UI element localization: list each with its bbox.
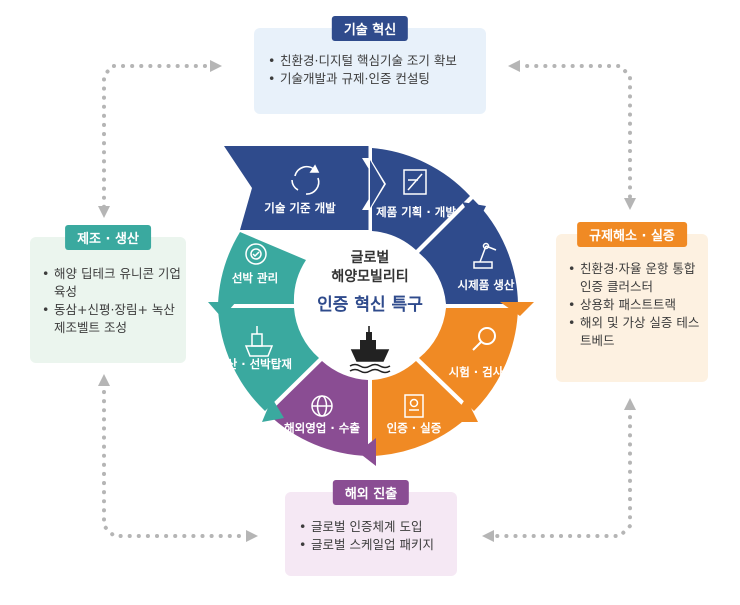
- list-item: 글로벌 스케일업 패키지: [299, 536, 434, 554]
- center-line3: 인증 혁신 특구: [317, 294, 423, 315]
- arrowhead-reg-bottom: [624, 398, 636, 410]
- arrowhead-tech-right: [508, 60, 520, 72]
- arrowhead-ovs-right: [482, 530, 494, 542]
- manufacturing-box: 제조 · 생산 해양 딥테크 유니콘 기업 육성 동삼+신평·장림+ 녹산 제조…: [30, 225, 186, 363]
- segment-testing[interactable]: [419, 308, 518, 411]
- magnifier-icon: [472, 327, 496, 351]
- gear-check-icon: [245, 243, 267, 265]
- list-item: 친환경·자율 운항 통합인증 클러스터: [568, 260, 704, 296]
- segment-prototype[interactable]: [419, 199, 518, 304]
- overseas-title: 해외 진출: [332, 480, 410, 505]
- ship-icon: [244, 326, 274, 357]
- segment-label-certification: 인증 · 실증: [387, 421, 442, 435]
- recycle-icon: [291, 164, 320, 195]
- certificate-icon: [404, 394, 424, 418]
- segment-label-tech-standard: 기술 기준 개발: [264, 201, 336, 215]
- tech-innovation-title: 기술 혁신: [331, 16, 409, 41]
- list-item: 해양 딥테크 유니콘 기업 육성: [42, 265, 182, 301]
- list-item: 기술개발과 규제·인증 컨설팅: [268, 70, 457, 88]
- center-line1: 글로벌: [351, 249, 390, 266]
- segment-certification[interactable]: [372, 361, 471, 456]
- list-item: 글로벌 인증체계 도입: [299, 518, 434, 536]
- center-line2: 해양모빌리티: [331, 269, 408, 285]
- segment-production[interactable]: [218, 308, 319, 411]
- arrowhead-tech-left: [210, 60, 222, 72]
- ship-center-icon: [349, 326, 391, 374]
- list-item: 상용화 패스트트랙: [568, 296, 704, 314]
- overseas-box: 해외 진출 글로벌 인증체계 도입 글로벌 스케일업 패키지: [285, 480, 457, 576]
- tech-innovation-list: 친환경·디지털 핵심기술 조기 확보 기술개발과 규제·인증 컨설팅: [268, 52, 457, 88]
- blueprint-icon: [403, 169, 427, 195]
- robot-arm-icon: [473, 242, 497, 269]
- arrow-tech-to-reg: [516, 64, 632, 202]
- segment-label-testing: 시험 · 검사: [449, 365, 504, 379]
- list-item: 친환경·디지털 핵심기술 조기 확보: [268, 52, 457, 70]
- regulation-list: 친환경·자율 운항 통합인증 클러스터 상용화 패스트트랙 해외 및 가상 실증…: [568, 260, 704, 350]
- list-item: 해외 및 가상 실증 테스트베드: [568, 314, 704, 350]
- regulation-title: 규제해소 · 실증: [577, 222, 687, 247]
- arrowhead-mfg-bottom: [98, 374, 110, 386]
- overseas-list: 글로벌 인증체계 도입 글로벌 스케일업 패키지: [299, 518, 434, 554]
- segment-ship-management[interactable]: [218, 232, 306, 304]
- segment-label-production: 생산 · 선박탑재: [216, 357, 292, 371]
- center-circle: [300, 236, 440, 376]
- arrowhead-mfg-top: [98, 206, 110, 218]
- globe-icon: [311, 395, 333, 417]
- segment-tech-standard[interactable]: [224, 146, 370, 230]
- segment-product-planning[interactable]: [372, 148, 470, 250]
- segment-label-overseas-sales: 해외영업 · 수출: [284, 421, 360, 435]
- segment-label-prototype: 시제품 생산: [458, 278, 515, 292]
- arrowhead-ovs-left: [246, 530, 258, 542]
- regulation-box: 규제해소 · 실증 친환경·자율 운항 통합인증 클러스터 상용화 패스트트랙 …: [556, 222, 708, 382]
- tech-innovation-box: 기술 혁신 친환경·디지털 핵심기술 조기 확보 기술개발과 규제·인증 컨설팅: [254, 16, 486, 114]
- manufacturing-title: 제조 · 생산: [65, 225, 151, 250]
- segment-label-product-planning: 제품 기획 · 개발: [376, 205, 456, 219]
- manufacturing-list: 해양 딥테크 유니콘 기업 육성 동삼+신평·장림+ 녹산 제조벨트 조성: [42, 265, 182, 337]
- list-item: 동삼+신평·장림+ 녹산 제조벨트 조성: [42, 301, 182, 337]
- arrow-tech-to-mfg: [102, 64, 207, 212]
- arrowhead-reg-top: [624, 198, 636, 210]
- segment-label-ship-management: 선박 관리: [232, 271, 278, 285]
